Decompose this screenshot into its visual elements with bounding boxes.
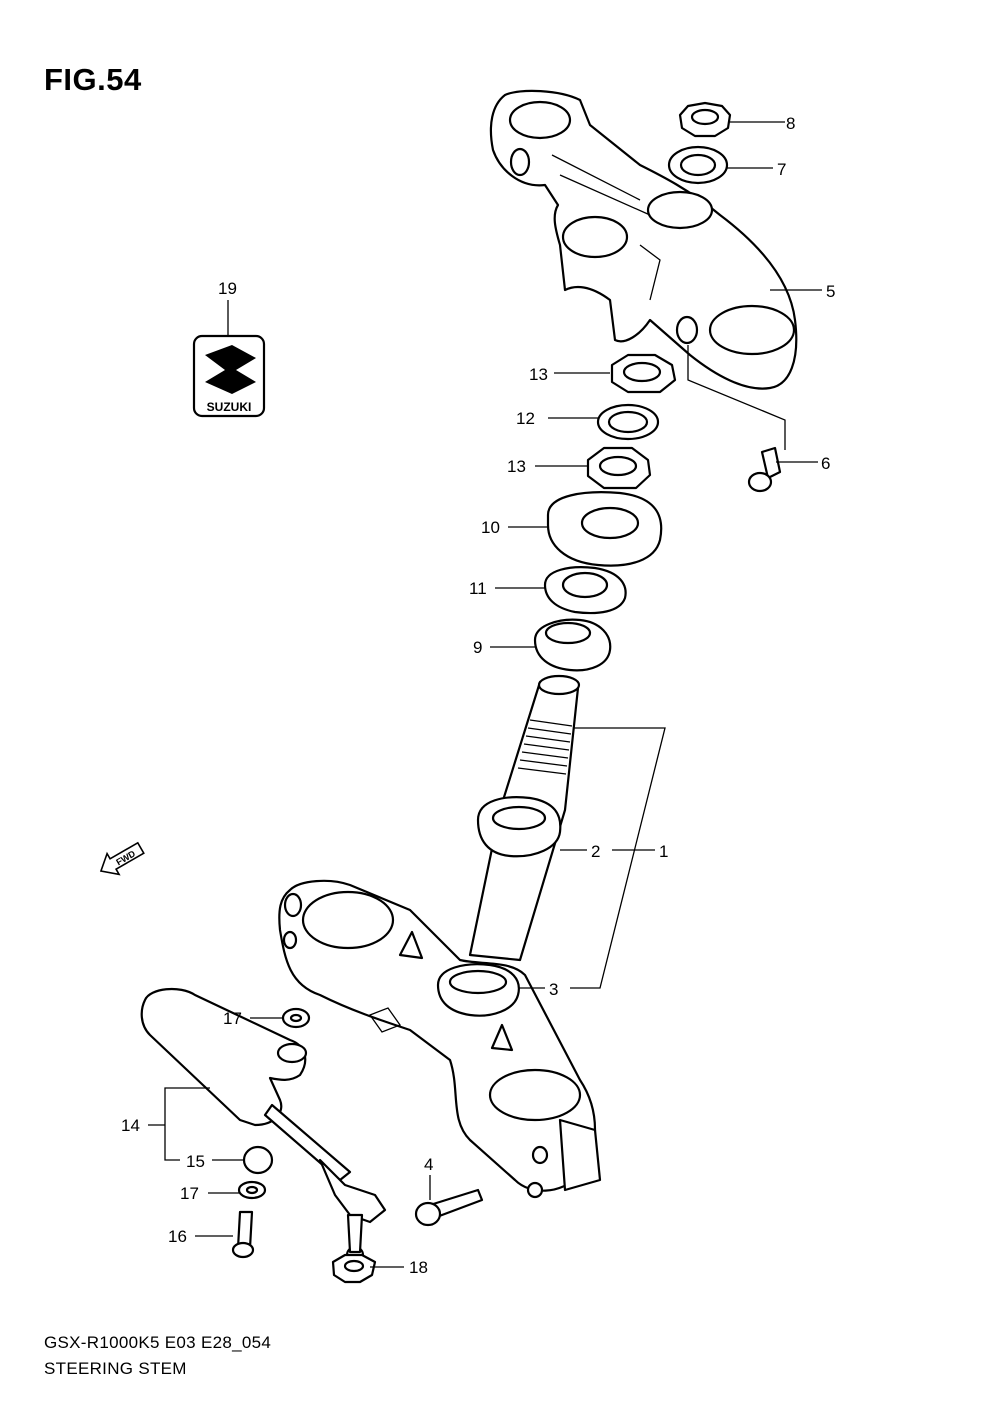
figure-title: FIG.54 <box>44 62 142 97</box>
callout-17-upper: 17 <box>223 1009 242 1028</box>
callout-4: 4 <box>424 1155 433 1174</box>
callout-3: 3 <box>549 980 558 999</box>
callouts: 8 7 5 6 13 12 13 10 11 9 2 1 3 4 19 17 1… <box>121 114 835 1277</box>
lock-nut-part-13-lower[interactable] <box>586 446 652 490</box>
callout-1: 1 <box>659 842 668 861</box>
callout-12: 12 <box>516 409 535 428</box>
callout-10: 10 <box>481 518 500 537</box>
leader-lines <box>148 121 822 1268</box>
bearing-part-3[interactable] <box>436 963 520 1017</box>
lock-washer-part-12[interactable] <box>596 403 660 441</box>
bearing-part-2[interactable] <box>476 796 562 858</box>
callout-5: 5 <box>826 282 835 301</box>
nut-part-18[interactable] <box>331 1253 377 1284</box>
callout-14: 14 <box>121 1116 140 1135</box>
upper-bracket-part[interactable] <box>489 89 798 390</box>
callout-17-lower: 17 <box>180 1184 199 1203</box>
callout-8: 8 <box>786 114 795 133</box>
callout-7: 7 <box>777 160 786 179</box>
forward-arrow-icon: FWD <box>99 841 145 876</box>
callout-9: 9 <box>473 638 482 657</box>
callout-16: 16 <box>168 1227 187 1246</box>
bush-part-15[interactable] <box>242 1145 274 1175</box>
section-title: STEERING STEM <box>44 1359 187 1378</box>
callout-19: 19 <box>218 279 237 298</box>
washer-part-17-upper[interactable] <box>281 1007 311 1029</box>
nut-part-8[interactable] <box>678 101 732 138</box>
steering-damper-part-14[interactable] <box>140 987 387 1265</box>
callout-13-upper: 13 <box>529 365 548 384</box>
callout-13-lower: 13 <box>507 457 526 476</box>
lock-nut-part-13-upper[interactable] <box>610 353 677 394</box>
washer-part-11[interactable] <box>543 566 627 615</box>
washer-part-7[interactable] <box>667 145 729 185</box>
bolt-part-4[interactable] <box>414 1188 484 1227</box>
callout-11: 11 <box>469 579 487 598</box>
emblem-part-19[interactable]: SUZUKI <box>192 334 266 418</box>
emblem-text: SUZUKI <box>207 400 252 414</box>
dust-seal-part-10[interactable] <box>546 491 663 567</box>
bolt-part-16[interactable] <box>231 1210 255 1259</box>
callout-6: 6 <box>821 454 830 473</box>
bearing-part-9[interactable] <box>533 618 612 672</box>
washer-part-17-lower[interactable] <box>237 1180 267 1200</box>
bolt-part-6[interactable] <box>747 446 782 493</box>
callout-15: 15 <box>186 1152 205 1171</box>
callout-18: 18 <box>409 1258 428 1277</box>
callout-2: 2 <box>591 842 600 861</box>
model-code: GSX-R1000K5 E03 E28_054 <box>44 1333 272 1352</box>
steering-stem-part-1[interactable] <box>278 674 602 1199</box>
